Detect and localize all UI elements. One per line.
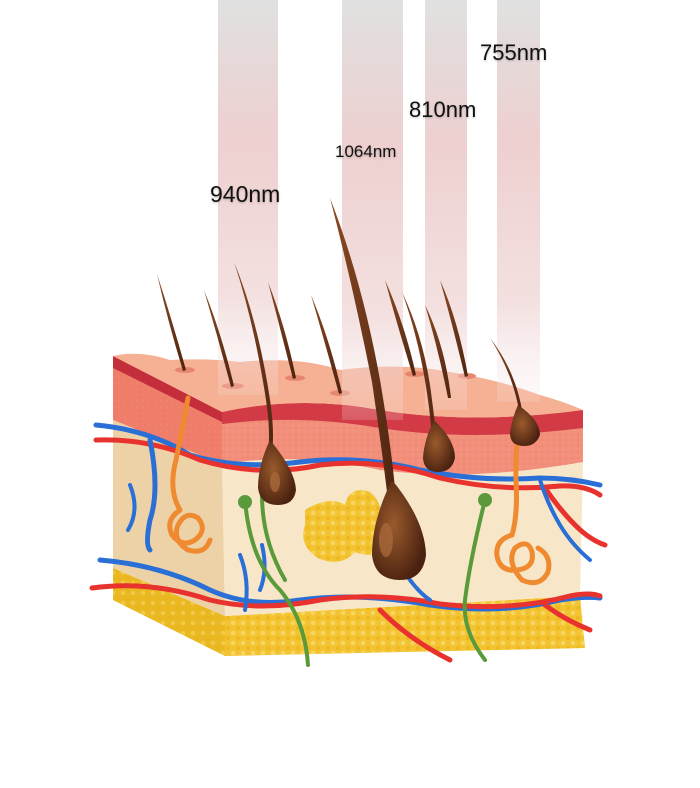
artery-branch-right [542,485,608,548]
dermal-papilla [270,472,280,492]
hair-shaft [268,282,296,379]
hair-shaft [425,305,451,398]
sweat-coil-right [494,532,552,586]
hair-follicle-far-right [490,338,522,410]
artery-down-mid [377,607,453,663]
hair-shaft [385,280,416,376]
dermal-papilla [379,523,393,557]
vein-branch-right [538,478,592,562]
sweat-coil-left [167,507,213,554]
wavelength-label-940nm: 940nm [210,181,281,207]
wavelength-label-755nm: 755nm [480,40,548,65]
nerve-left [243,498,310,667]
fat-side-texture [113,568,225,656]
wavelength-label-810nm: 810nm [409,97,477,122]
artery-lower [89,583,603,610]
vein-branch-left [145,437,158,553]
beam-940nm [218,0,278,395]
hair-shaft [440,280,468,377]
hair-bulb-far-right [510,405,540,446]
basal-line-side [113,356,222,422]
hair-shaft [157,274,186,371]
vein-branch-left-2 [126,483,137,532]
hair-shaft [204,290,234,387]
artery-upper [93,437,603,498]
hair-bulb-right [423,420,455,472]
vein-down-left [238,553,249,612]
nerve-ending [478,493,492,507]
sweat-duct-left [170,395,191,513]
hair-shaft [311,295,342,394]
epidermis-side-dots [113,356,222,464]
nerves [238,493,492,667]
hair-bulb-left [258,440,296,505]
wavelength-label-1064nm: 1064nm [335,142,397,161]
nerve-right [462,498,487,662]
hair-follicle-center [330,198,396,500]
artery-down-right [542,602,593,633]
nerve-left-2 [260,493,287,582]
laser-beams [218,0,540,420]
nerve-ending [238,495,252,509]
beam-755nm [497,0,540,402]
hairs [157,198,540,580]
blood-vessels [89,422,608,663]
fat-lobule-texture [303,490,391,562]
